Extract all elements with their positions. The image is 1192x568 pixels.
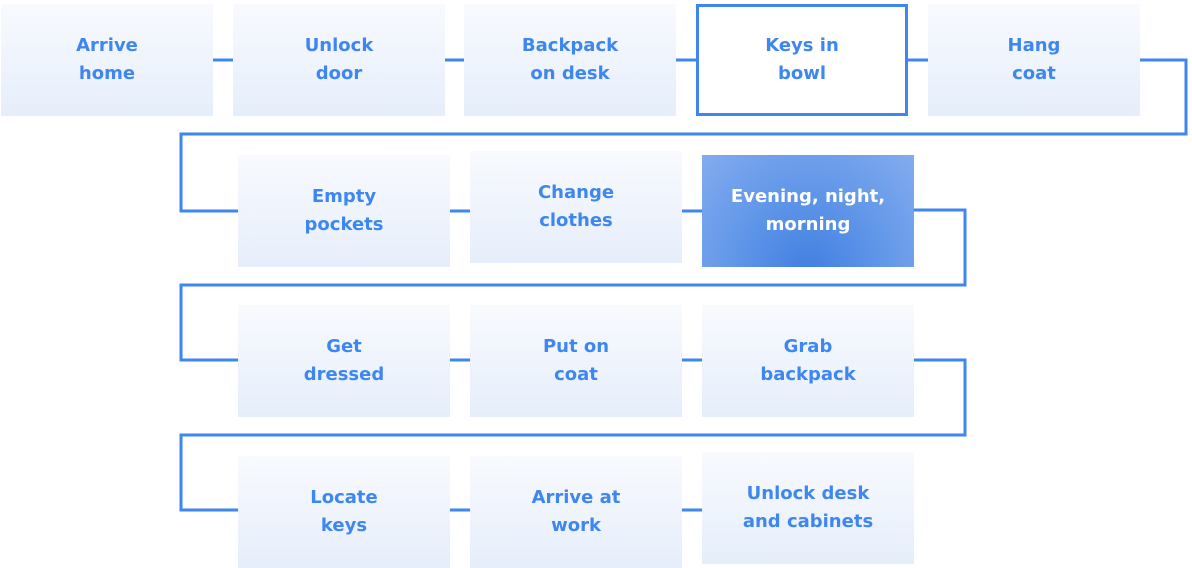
node-get-dressed: Get dressed: [238, 305, 450, 417]
node-label: Keys in bowl: [765, 35, 839, 84]
node-label: Get dressed: [303, 336, 385, 385]
node-label: Evening, night, morning: [730, 186, 886, 235]
arrow-evening-to-get-dressed: [179, 208, 967, 362]
node-label: Put on coat: [542, 336, 610, 385]
node-label: Locate keys: [310, 487, 378, 536]
node-label: Arrive at work: [531, 487, 621, 536]
node-unlock-door: Unlock door: [233, 4, 445, 116]
node-grab-backpack: Grab backpack: [702, 305, 914, 417]
node-keys-in-bowl: Keys in bowl: [696, 4, 908, 116]
arrow-hang-coat-to-empty-pockets: [179, 58, 1188, 213]
node-label: Unlock door: [304, 35, 374, 84]
arrow-grab-backpack-to-locate-keys: [179, 358, 967, 512]
node-label: Hang coat: [1007, 35, 1061, 84]
node-arrive-at-work: Arrive at work: [470, 456, 682, 568]
node-change-clothes: Change clothes: [470, 151, 682, 263]
node-label: Change clothes: [537, 182, 615, 231]
node-locate-keys: Locate keys: [238, 456, 450, 568]
node-unlock-desk-and-cabinets: Unlock desk and cabinets: [702, 452, 914, 564]
node-backpack-on-desk: Backpack on desk: [464, 4, 676, 116]
node-label: Grab backpack: [760, 336, 856, 385]
node-label: Backpack on desk: [521, 35, 619, 84]
node-arrive-home: Arrive home: [1, 4, 213, 116]
node-empty-pockets: Empty pockets: [238, 155, 450, 267]
node-put-on-coat: Put on coat: [470, 305, 682, 417]
node-hang-coat: Hang coat: [928, 4, 1140, 116]
node-label: Empty pockets: [304, 186, 384, 235]
node-label: Arrive home: [76, 35, 138, 84]
node-evening-night-morning: Evening, night, morning: [702, 155, 914, 267]
node-label: Unlock desk and cabinets: [742, 483, 874, 532]
